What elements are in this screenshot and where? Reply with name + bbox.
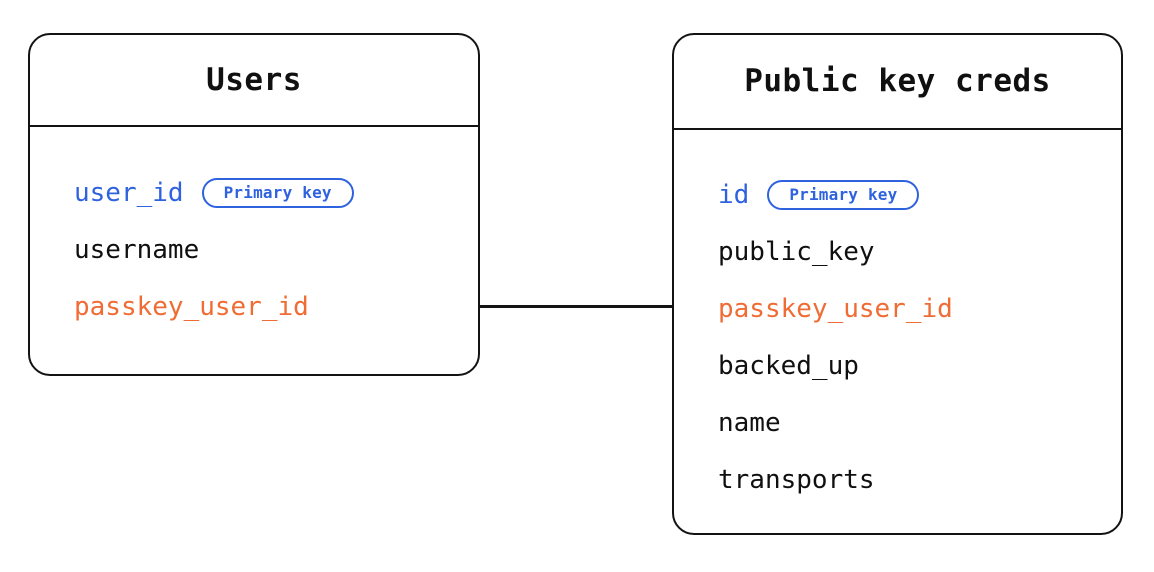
primary-key-badge: Primary key (767, 179, 920, 210)
field-name-public-key: public_key (718, 236, 875, 267)
primary-key-badge: Primary key (201, 177, 354, 208)
relationship-connector-users-to-public-key-creds[interactable] (479, 305, 673, 308)
field-name-passkey-user-id: passkey_user_id (718, 293, 953, 324)
entity-box-users[interactable]: Users user_id Primary key username passk… (28, 33, 480, 376)
field-name-name: name (718, 407, 781, 438)
field-row-transports[interactable]: transports (674, 451, 1121, 508)
field-row-username[interactable]: username (30, 221, 478, 278)
field-name-username: username (74, 234, 200, 265)
entity-title-public-key-creds: Public key creds (744, 63, 1051, 99)
field-row-backed-up[interactable]: backed_up (674, 337, 1121, 394)
field-row-public-key[interactable]: public_key (674, 223, 1121, 280)
field-row-passkey-user-id[interactable]: passkey_user_id (30, 278, 478, 335)
field-name-id: id (718, 179, 750, 210)
entity-header-divider-users (30, 125, 478, 127)
field-row-id[interactable]: id Primary key (674, 166, 1121, 223)
entity-header-users: Users (30, 35, 478, 125)
field-row-name[interactable]: name (674, 394, 1121, 451)
entity-box-public-key-creds[interactable]: Public key creds id Primary key public_k… (672, 33, 1123, 535)
field-name-backed-up: backed_up (718, 350, 859, 381)
entity-header-divider-public-key-creds (674, 128, 1121, 130)
entity-title-users: Users (206, 61, 302, 98)
field-name-passkey-user-id: passkey_user_id (74, 291, 309, 322)
field-list-users: user_id Primary key username passkey_use… (30, 125, 478, 335)
field-name-transports: transports (718, 464, 875, 495)
field-row-passkey-user-id[interactable]: passkey_user_id (674, 280, 1121, 337)
entity-header-public-key-creds: Public key creds (674, 35, 1121, 128)
field-name-user-id: user_id (74, 177, 184, 208)
field-row-user-id[interactable]: user_id Primary key (30, 164, 478, 221)
field-list-public-key-creds: id Primary key public_key passkey_user_i… (674, 128, 1121, 508)
